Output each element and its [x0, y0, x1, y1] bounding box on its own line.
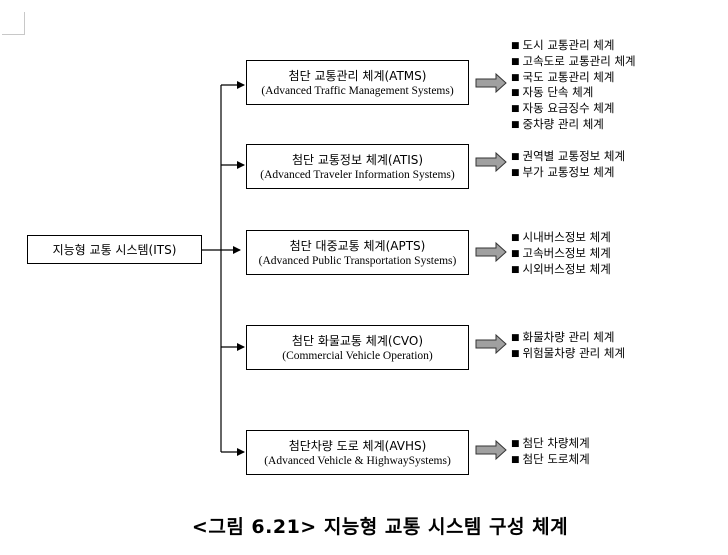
list-item: 자동 단속 체계: [511, 86, 636, 102]
list-item: 도시 교통관리 체계: [511, 38, 636, 55]
page-corner-mark: [2, 12, 25, 35]
its-root-box: 지능형 교통 시스템(ITS): [27, 235, 202, 264]
list-item: 중차량 관리 체계: [511, 117, 636, 134]
avhs-subtitle: (Advanced Vehicle & HighwaySystems): [264, 454, 451, 467]
atis-box: 첨단 교통정보 체계(ATIS) (Advanced Traveler Info…: [246, 144, 469, 189]
atis-title: 첨단 교통정보 체계(ATIS): [291, 152, 424, 167]
list-item: 첨단 차량체계: [511, 436, 590, 453]
atms-title: 첨단 교통관리 체계(ATMS): [288, 68, 427, 83]
apts-item-list: 시내버스정보 체계 고속버스정보 체계 시외버스정보 체계: [511, 230, 611, 279]
list-item: 국도 교통관리 체계: [511, 70, 636, 87]
list-item: 권역별 교통정보 체계: [511, 149, 626, 166]
avhs-box: 첨단차량 도로 체계(AVHS) (Advanced Vehicle & Hig…: [246, 430, 469, 475]
cvo-item-list: 화물차량 관리 체계 위험물차량 관리 체계: [511, 330, 626, 363]
list-item: 첨단 도로체계: [511, 452, 590, 469]
arrow-right-icon: [475, 241, 507, 263]
atms-box: 첨단 교통관리 체계(ATMS) (Advanced Traffic Manag…: [246, 60, 469, 105]
cvo-title: 첨단 화물교통 체계(CVO): [291, 333, 424, 348]
list-item: 시내버스정보 체계: [511, 230, 611, 247]
avhs-item-list: 첨단 차량체계 첨단 도로체계: [511, 436, 590, 469]
cvo-box: 첨단 화물교통 체계(CVO) (Commercial Vehicle Oper…: [246, 325, 469, 370]
atis-item-list: 권역별 교통정보 체계 부가 교통정보 체계: [511, 149, 626, 182]
list-item: 위험물차량 관리 체계: [511, 346, 626, 363]
list-item: 고속버스정보 체계: [511, 246, 611, 263]
figure-caption: <그림 6.21> 지능형 교통 시스템 구성 체계: [191, 516, 569, 538]
atis-subtitle: (Advanced Traveler Information Systems): [260, 168, 455, 181]
list-item: 시외버스정보 체계: [511, 262, 611, 279]
avhs-title: 첨단차량 도로 체계(AVHS): [288, 438, 427, 453]
atms-item-list: 도시 교통관리 체계 고속도로 교통관리 체계 국도 교통관리 체계 자동 단속…: [511, 38, 636, 134]
apts-subtitle: (Advanced Public Transportation Systems): [258, 254, 457, 267]
list-item: 화물차량 관리 체계: [511, 330, 625, 347]
apts-box: 첨단 대중교통 체계(APTS) (Advanced Public Transp…: [246, 230, 469, 275]
its-root-label: 지능형 교통 시스템(ITS): [52, 243, 177, 257]
list-item: 고속도로 교통관리 체계: [511, 54, 636, 71]
list-item: 자동 요금징수 체계: [511, 101, 636, 118]
cvo-subtitle: (Commercial Vehicle Operation): [282, 349, 433, 362]
arrow-right-icon: [475, 72, 507, 94]
arrow-right-icon: [475, 333, 507, 355]
arrow-right-icon: [475, 439, 507, 461]
list-item: 부가 교통정보 체계: [511, 165, 625, 182]
apts-title: 첨단 대중교통 체계(APTS): [289, 238, 426, 253]
arrow-right-icon: [475, 151, 507, 173]
atms-subtitle: (Advanced Traffic Management Systems): [261, 84, 454, 97]
